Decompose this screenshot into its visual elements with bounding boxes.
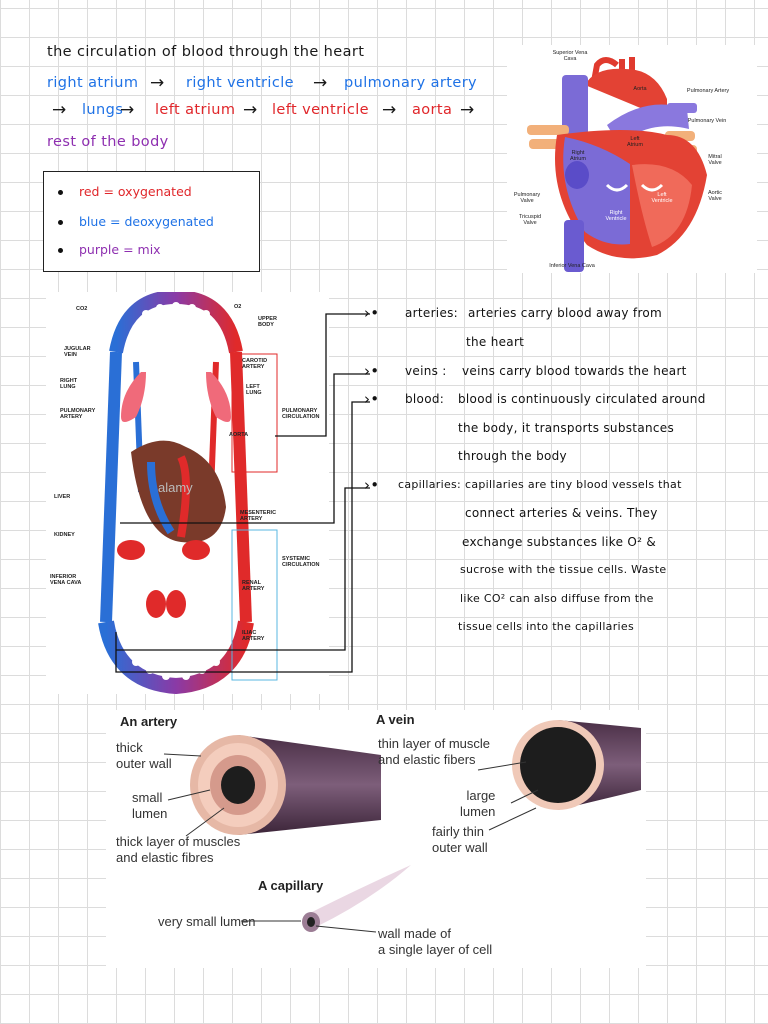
label-renal-artery: RENAL ARTERY (242, 580, 265, 593)
arrow: → (460, 100, 475, 120)
term-arteries: arteries: (405, 306, 459, 320)
blood-vessels-diagram: An artery thick outer wall small lumen t… (106, 710, 646, 968)
watermark: alamy (158, 480, 193, 495)
label-o2: O2 (234, 304, 242, 310)
def-veins-1: veins carry blood towards the heart (462, 364, 687, 378)
path-left-atrium: left atrium (155, 102, 236, 118)
label-right-atrium: Right Atrium (570, 150, 586, 162)
circulation-diagram: alamy CO2 O2 UPPER BODY JUGULAR VEIN CAR… (46, 289, 329, 695)
bullet-capillaries: ›• (364, 476, 380, 494)
label-liver: LIVER (54, 494, 71, 500)
vein-title: A vein (376, 712, 415, 727)
vein-muscle-label: thin layer of muscle and elastic fibers (378, 736, 490, 768)
path-pulmonary-artery: pulmonary artery (344, 75, 478, 91)
path-rest-of-body: rest of the body (47, 134, 169, 150)
def-blood-1: blood is continuously circulated around (458, 392, 706, 406)
term-capillaries: capillaries: (398, 478, 462, 491)
term-veins: veins : (405, 364, 447, 378)
heart-diagram: Superior Vena Cava Aorta Pulmonary Arter… (507, 45, 757, 273)
color-legend: red = oxygenated blue = deoxygenated pur… (43, 171, 260, 272)
label-jugular-vein: JUGULAR VEIN (64, 346, 91, 359)
label-co2: CO2 (76, 306, 88, 312)
label-iliac-artery: ILIAC ARTERY (242, 630, 265, 643)
def-cap-3: exchange substances like O² & (462, 535, 656, 549)
label-left-lung: LEFT LUNG (246, 384, 262, 397)
def-cap-5: like CO² can also diffuse from the (460, 592, 654, 605)
label-right-ventricle: Right Ventricle (605, 210, 627, 222)
label-aorta: AORTA (229, 432, 249, 438)
def-arteries-1: arteries carry blood away from (468, 306, 663, 320)
label-right-lung: RIGHT LUNG (60, 378, 78, 391)
vein-lumen-label: large lumen (460, 788, 496, 820)
label-upper-body: UPPER BODY (258, 316, 277, 329)
def-arteries-2: the heart (466, 335, 525, 349)
vein-wall-label: fairly thin outer wall (432, 824, 488, 856)
bullet-veins: ›• (364, 362, 380, 380)
artery-muscle-label: thick layer of muscles and elastic fibre… (116, 834, 241, 866)
page-title: the circulation of blood through the hea… (47, 44, 365, 60)
legend-item-red: red = oxygenated (58, 184, 192, 199)
label-aortic-valve: Aortic Valve (707, 190, 723, 202)
label-left-ventricle: Left Ventricle (651, 192, 673, 204)
label-left-atrium: Left Atrium (627, 136, 643, 148)
arrow: → (120, 100, 135, 120)
circulation-illustration: alamy (98, 289, 278, 695)
label-pulmonary-vein: Pulmonary Vein (687, 118, 727, 124)
label-pulmonary-artery: PULMONARY ARTERY (60, 408, 96, 421)
def-blood-2: the body, it transports substances (458, 421, 675, 435)
path-right-atrium: right atrium (47, 75, 139, 91)
heart-illustration (527, 57, 707, 272)
def-cap-4: sucrose with the tissue cells. Waste (460, 563, 667, 576)
label-kidney: KIDNEY (54, 532, 75, 538)
label-carotid-artery: CAROTID ARTERY (242, 358, 268, 371)
bullet-arteries: ›• (364, 304, 380, 322)
arrow: → (52, 100, 67, 120)
label-pulmonary-circulation: PULMONARY CIRCULATION (282, 408, 320, 421)
path-right-ventricle: right ventricle (186, 75, 294, 91)
label-superior-vena-cava: Superior Vena Cava (552, 50, 588, 62)
arrow: → (382, 100, 397, 120)
label-systemic-circulation: SYSTEMIC CIRCULATION (282, 556, 320, 569)
def-cap-2: connect arteries & veins. They (465, 506, 658, 520)
path-left-ventricle: left ventricle (272, 102, 369, 118)
arrow: → (313, 73, 328, 93)
arrow: → (243, 100, 258, 120)
bullet-blood: ›• (364, 390, 380, 408)
label-inferior-vena-cava: Inferior Vena Cava (549, 263, 595, 269)
label-mesenteric-artery: MESENTERIC ARTERY (240, 510, 277, 523)
arrow: → (150, 73, 165, 93)
label-pulmonary-valve: Pulmonary Valve (513, 192, 541, 204)
capillary-title: A capillary (258, 878, 324, 893)
artery-lumen-label: small lumen (132, 790, 168, 822)
def-cap-6: tissue cells into the capillaries (458, 620, 634, 633)
legend-item-blue: blue = deoxygenated (58, 214, 214, 229)
label-mitral-valve: Mitral Valve (708, 154, 722, 166)
capillary-wall-label: wall made of a single layer of cell (378, 926, 493, 958)
term-blood: blood: (405, 392, 445, 406)
label-aorta: Aorta (633, 86, 647, 92)
artery-title: An artery (120, 714, 178, 729)
legend-item-purple: purple = mix (58, 242, 161, 257)
label-pulmonary-artery: Pulmonary Artery (686, 88, 730, 94)
vessels-illustration (163, 720, 641, 933)
capillary-lumen-label: very small lumen (158, 914, 256, 929)
label-inferior-vena-cava: INFERIOR VENA CAVA (50, 574, 82, 587)
path-aorta: aorta (412, 102, 453, 118)
path-lungs: lungs (82, 102, 124, 118)
def-cap-1: capillaries are tiny blood vessels that (465, 478, 682, 491)
artery-wall-label: thick outer wall (116, 740, 172, 772)
label-tricuspid-valve: Tricuspid Valve (518, 214, 542, 226)
def-blood-3: through the body (458, 449, 567, 463)
